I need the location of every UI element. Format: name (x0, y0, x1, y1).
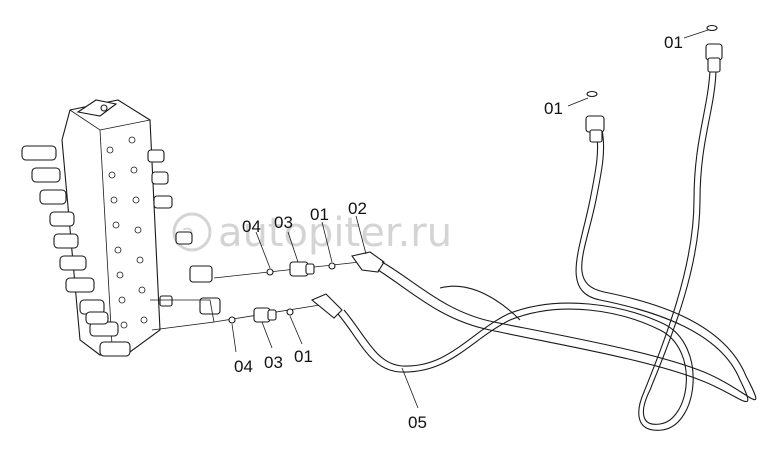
callout-04-upper: 04 (242, 217, 261, 236)
valve-right-fittings (147, 149, 221, 315)
right-hose-fitting-mid (585, 90, 605, 143)
upper-washer-01 (328, 262, 336, 270)
lower-washer-01 (286, 308, 294, 316)
callout-01-mid-right: 01 (544, 99, 563, 118)
callout-02-upper: 02 (348, 199, 367, 218)
hose-05-lower (337, 69, 717, 431)
watermark-text: autopiter.ru (218, 210, 452, 256)
hose-02-upper (377, 129, 757, 403)
upper-hose-end-02 (351, 251, 385, 273)
leader-lines (231, 29, 709, 409)
callout-05-lower: 05 (408, 413, 427, 432)
valve-face-holes (106, 136, 148, 329)
upper-adapter-03 (289, 261, 315, 277)
washer-top-01 (706, 24, 718, 32)
callout-01-upper: 01 (310, 205, 329, 224)
upper-washer-04 (266, 268, 274, 276)
callout-03-upper: 03 (274, 213, 293, 232)
callout-01-top-right: 01 (664, 33, 683, 52)
callout-labels: 01 01 04 03 01 02 04 03 01 05 (234, 33, 683, 432)
watermark: a autopiter.ru (172, 210, 452, 256)
lower-fitting-set (213, 293, 343, 324)
washer-mid-01 (586, 90, 598, 98)
lower-adapter-03 (253, 307, 277, 323)
lower-washer-04 (228, 316, 236, 324)
callout-01-lower: 01 (294, 347, 313, 366)
lower-hose-end (310, 293, 343, 319)
callout-03-lower: 03 (264, 353, 283, 372)
right-hose-fitting-top (705, 24, 723, 73)
callout-04-lower: 04 (234, 357, 253, 376)
control-valve-block (21, 99, 221, 357)
valve-left-fittings (21, 145, 131, 357)
upper-fitting-set (213, 251, 385, 279)
